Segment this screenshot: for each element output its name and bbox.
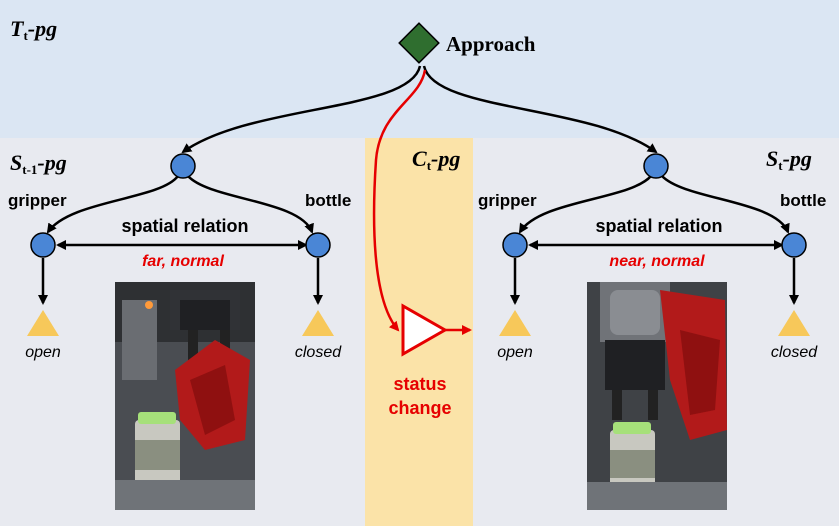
status-change-triangle [401,303,449,357]
curr-bottle-node [781,232,807,258]
curr-root-node [643,153,669,179]
curr-label-main: S [766,146,778,171]
curr-relation-label: spatial relation [595,216,722,236]
change-panel-label: Ct-pg [412,146,460,173]
prev-label-sub: t-1 [22,162,37,177]
task-label-main: T [10,16,25,41]
edge-action-to-prev [181,65,422,154]
curr-gripper-label: gripper [478,191,537,210]
prev-bottle-node [305,232,331,258]
prev-state-panel-label: St-1-pg [10,150,67,177]
edge-action-to-change [372,69,427,332]
curr-bottle-status-triangle [778,310,810,336]
prev-relation-value: far, normal [142,253,224,270]
prev-bottle-label: bottle [305,191,351,210]
curr-gripper-status-triangle [499,310,531,336]
change-label-sub: t [427,158,432,173]
curr-gripper-node [502,232,528,258]
edge-curr-root-to-gripper [518,175,652,234]
curr-bottle-status-label: closed [771,344,818,361]
curr-relation-value: near, normal [609,253,705,270]
task-panel-label: Tt-pg [10,16,57,43]
curr-bottle-label: bottle [780,191,826,210]
prev-label-main: S [10,150,22,175]
prev-gripper-status-label: open [25,344,61,361]
task-label-sub: t [23,28,28,43]
action-label: Approach [446,32,536,56]
edge-curr-root-to-bottle [661,175,790,234]
task-label-suffix: -pg [28,16,57,41]
curr-state-panel-label: St-pg [766,146,812,173]
prev-bottle-status-label: closed [295,344,342,361]
prev-label-suffix: -pg [37,150,66,175]
prev-robot-photo [115,282,255,510]
change-label-suffix: -pg [431,146,460,171]
edge-action-to-curr [422,65,658,154]
curr-label-suffix: -pg [783,146,812,171]
action-diamond [398,22,440,64]
edge-prev-root-to-gripper [46,175,179,234]
prev-bottle-status-triangle [302,310,334,336]
prev-root-node [170,153,196,179]
curr-gripper-status-label: open [497,344,533,361]
change-label-main: C [412,146,427,171]
status-change-line1: status [393,374,446,394]
prev-gripper-node [30,232,56,258]
prev-gripper-label: gripper [8,191,67,210]
edge-prev-root-to-bottle [187,175,314,234]
prev-relation-label: spatial relation [121,216,248,236]
curr-robot-photo [587,282,727,510]
prev-gripper-status-triangle [27,310,59,336]
curr-label-sub: t [778,158,783,173]
status-change-line2: change [388,398,451,418]
